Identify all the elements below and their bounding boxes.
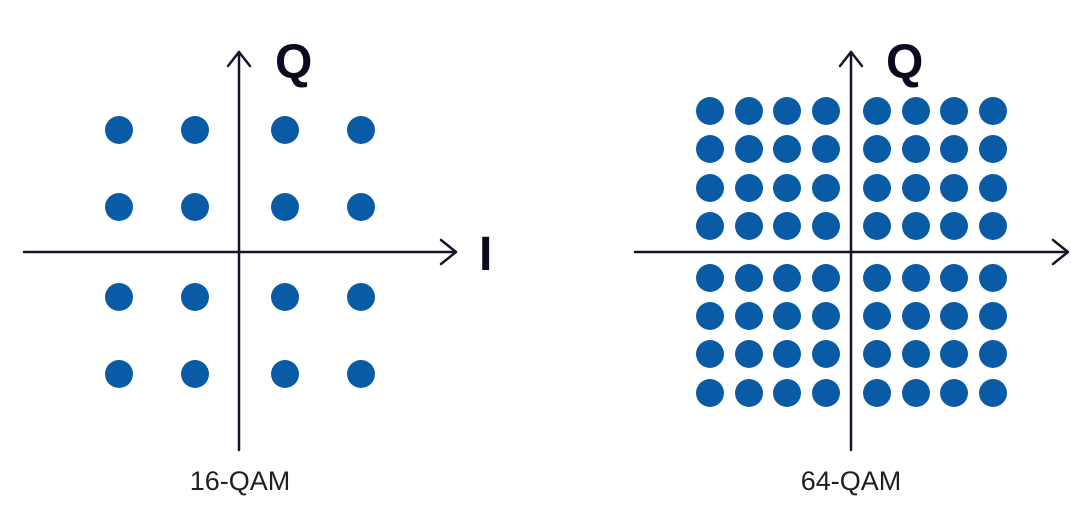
- constellation-point-qam64-r5-c8: [979, 264, 1007, 292]
- constellation-point-qam64-r7-c3: [773, 340, 801, 368]
- constellation-point-qam64-r8-c3: [773, 379, 801, 407]
- constellation-point-qam64-r3-c5: [863, 174, 891, 202]
- constellation-point-qam64-r5-c1: [696, 264, 724, 292]
- constellation-point-qam64-r1-c1: [696, 97, 724, 125]
- constellation-point-qam64-r7-c6: [902, 340, 930, 368]
- constellation-point-qam64-r1-c8: [979, 97, 1007, 125]
- constellation-point-qam64-r6-c5: [863, 302, 891, 330]
- constellation-point-qam64-r3-c7: [940, 174, 968, 202]
- constellation-point-qam64-r7-c8: [979, 340, 1007, 368]
- i-axis-arrowhead-16qam: [439, 238, 458, 266]
- q-axis-arrowhead-64qam: [838, 50, 864, 68]
- constellation-point-qam64-r6-c6: [902, 302, 930, 330]
- constellation-point-qam64-r4-c5: [863, 212, 891, 240]
- constellation-point-qam64-r2-c7: [940, 135, 968, 163]
- constellation-point-qam16-r3-c2: [181, 283, 209, 311]
- constellation-point-qam64-r6-c2: [735, 302, 763, 330]
- constellation-point-qam16-r4-c4: [347, 360, 375, 388]
- constellation-point-qam64-r4-c8: [979, 212, 1007, 240]
- constellation-point-qam64-r5-c7: [940, 264, 968, 292]
- constellation-point-qam64-r4-c2: [735, 212, 763, 240]
- constellation-point-qam16-r2-c4: [347, 193, 375, 221]
- constellation-point-qam64-r2-c6: [902, 135, 930, 163]
- constellation-point-qam64-r4-c1: [696, 212, 724, 240]
- constellation-point-qam64-r4-c6: [902, 212, 930, 240]
- constellation-point-qam64-r8-c8: [979, 379, 1007, 407]
- constellation-point-qam64-r1-c7: [940, 97, 968, 125]
- constellation-point-qam16-r2-c2: [181, 193, 209, 221]
- constellation-point-qam64-r1-c4: [812, 97, 840, 125]
- constellation-point-qam64-r6-c3: [773, 302, 801, 330]
- constellation-point-qam64-r1-c5: [863, 97, 891, 125]
- points-16qam: [105, 116, 375, 388]
- constellation-point-qam16-r4-c2: [181, 360, 209, 388]
- q-axis-label-16qam: Q: [275, 36, 312, 89]
- constellation-point-qam64-r7-c2: [735, 340, 763, 368]
- constellation-point-qam64-r3-c1: [696, 174, 724, 202]
- q-axis-label-64qam: Q: [886, 36, 923, 89]
- constellation-point-qam64-r1-c2: [735, 97, 763, 125]
- constellation-point-qam16-r2-c3: [271, 193, 299, 221]
- points-64qam: [696, 97, 1007, 407]
- constellation-point-qam64-r8-c6: [902, 379, 930, 407]
- constellation-point-qam64-r7-c5: [863, 340, 891, 368]
- caption-64qam: 64-QAM: [801, 466, 902, 496]
- constellation-point-qam64-r8-c1: [696, 379, 724, 407]
- constellation-point-qam64-r4-c7: [940, 212, 968, 240]
- constellation-point-qam64-r8-c2: [735, 379, 763, 407]
- constellation-point-qam64-r5-c6: [902, 264, 930, 292]
- constellation-point-qam16-r4-c3: [271, 360, 299, 388]
- constellation-64qam: Q 64-QAM: [633, 36, 1070, 496]
- constellation-point-qam16-r4-c1: [105, 360, 133, 388]
- constellation-point-qam64-r1-c6: [902, 97, 930, 125]
- constellation-16qam: Q I 16-QAM: [22, 36, 492, 496]
- q-axis-arrowhead-16qam: [226, 50, 252, 68]
- constellation-point-qam64-r7-c1: [696, 340, 724, 368]
- i-axis-label-16qam: I: [479, 228, 492, 281]
- constellation-point-qam64-r4-c4: [812, 212, 840, 240]
- constellation-point-qam64-r2-c5: [863, 135, 891, 163]
- constellation-point-qam64-r3-c8: [979, 174, 1007, 202]
- constellation-point-qam64-r7-c4: [812, 340, 840, 368]
- constellation-point-qam64-r5-c4: [812, 264, 840, 292]
- constellation-point-qam64-r1-c3: [773, 97, 801, 125]
- constellation-point-qam64-r8-c7: [940, 379, 968, 407]
- constellation-point-qam16-r3-c3: [271, 283, 299, 311]
- constellation-point-qam64-r2-c4: [812, 135, 840, 163]
- constellation-point-qam16-r1-c3: [271, 116, 299, 144]
- constellation-point-qam64-r4-c3: [773, 212, 801, 240]
- constellation-point-qam64-r3-c6: [902, 174, 930, 202]
- constellation-point-qam64-r8-c5: [863, 379, 891, 407]
- i-axis-arrowhead-64qam: [1051, 238, 1070, 266]
- constellation-point-qam64-r6-c1: [696, 302, 724, 330]
- caption-16qam: 16-QAM: [190, 466, 291, 496]
- constellation-point-qam64-r6-c4: [812, 302, 840, 330]
- constellation-point-qam64-r8-c4: [812, 379, 840, 407]
- constellation-point-qam64-r2-c2: [735, 135, 763, 163]
- constellation-point-qam64-r5-c5: [863, 264, 891, 292]
- constellation-point-qam64-r3-c2: [735, 174, 763, 202]
- constellation-point-qam64-r6-c7: [940, 302, 968, 330]
- constellation-point-qam16-r3-c1: [105, 283, 133, 311]
- constellation-point-qam64-r7-c7: [940, 340, 968, 368]
- constellation-point-qam16-r3-c4: [347, 283, 375, 311]
- constellation-point-qam64-r5-c3: [773, 264, 801, 292]
- constellation-point-qam16-r1-c2: [181, 116, 209, 144]
- constellation-point-qam64-r3-c3: [773, 174, 801, 202]
- constellation-point-qam64-r3-c4: [812, 174, 840, 202]
- constellation-point-qam64-r2-c3: [773, 135, 801, 163]
- constellation-point-qam64-r2-c8: [979, 135, 1007, 163]
- constellation-point-qam16-r2-c1: [105, 193, 133, 221]
- constellation-point-qam64-r6-c8: [979, 302, 1007, 330]
- constellation-point-qam64-r5-c2: [735, 264, 763, 292]
- constellation-point-qam64-r2-c1: [696, 135, 724, 163]
- constellation-point-qam16-r1-c4: [347, 116, 375, 144]
- constellation-point-qam16-r1-c1: [105, 116, 133, 144]
